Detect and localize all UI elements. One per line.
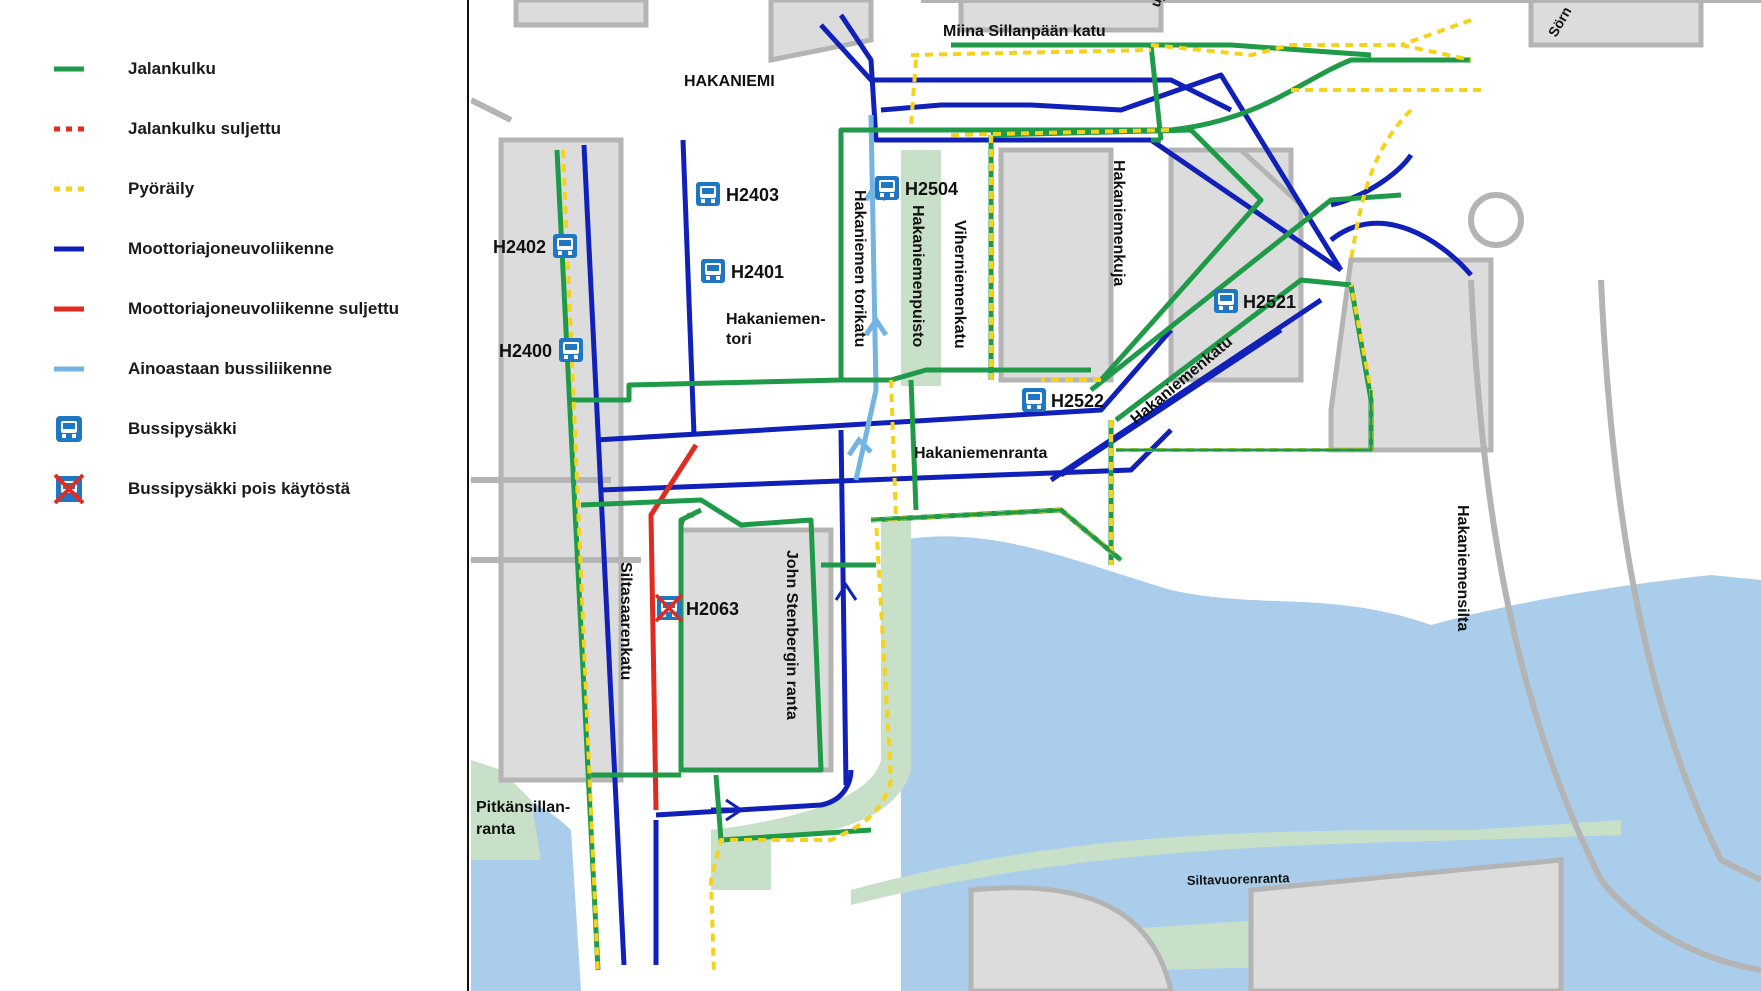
bus-stop-h2402[interactable]: H2402	[493, 234, 577, 258]
bus-stop-code: H2403	[726, 185, 779, 205]
legend-item-bus-only: Ainoastaan bussiliikenne	[52, 354, 332, 384]
area-label: HAKANIEMI	[684, 73, 775, 90]
street-label-hakaniemenranta: Hakaniemenranta	[914, 445, 1047, 462]
street-label-miina: Miina Sillanpään katu	[943, 23, 1106, 40]
bus-stop-icon	[559, 338, 583, 362]
bus-stop-code: H2402	[493, 237, 546, 257]
bridge-outline	[471, 0, 1761, 973]
green-solid-line-icon	[54, 66, 84, 72]
street-label-torikatu: Hakaniemen torikatu	[851, 190, 868, 347]
street-label-pitkansillan-line1: Pitkänsillan-	[476, 799, 570, 816]
closed-cross	[654, 593, 684, 623]
street-label-hakaniemenkuja: Hakaniemenkuja	[1110, 160, 1127, 286]
blue-solid-line-icon	[54, 246, 84, 252]
street-label-cut-top: uja	[1147, 0, 1169, 9]
legend-item-motor: Moottoriajoneuvoliikenne	[52, 234, 334, 264]
square-label-line2: tori	[726, 331, 752, 348]
yellow-dashed-line-icon	[54, 186, 84, 192]
legend-item-cycling: Pyöräily	[52, 174, 194, 204]
street-label-viherniemenkatu: Viherniemenkatu	[951, 220, 968, 349]
bus-stop-h2521[interactable]: H2521	[1214, 289, 1296, 313]
bus-stop-closed-icon	[53, 474, 85, 504]
street-label-john-stenberg: John Stenbergin ranta	[783, 550, 800, 720]
bus-stop-h2403[interactable]: H2403	[696, 182, 779, 206]
motor-closed-route	[648, 443, 699, 811]
bus-stop-code: H2401	[731, 262, 784, 282]
motor-routes	[581, 13, 1473, 966]
bus-stop-icon	[701, 259, 725, 283]
legend-label: Ainoastaan bussiliikenne	[128, 359, 333, 378]
legend-label: Bussipysäkki	[128, 419, 237, 438]
bus-stop-code: H2063	[686, 599, 739, 619]
walking-routes	[554, 42, 1471, 971]
bus-stop-icon	[56, 416, 82, 442]
light-blue-line-icon	[54, 366, 84, 372]
legend-label: Moottoriajoneuvoliikenne	[128, 239, 334, 258]
legend-item-bus-stop: Bussipysäkki	[52, 414, 237, 444]
street-map: Miina Sillanpään katu HAKANIEMI Hakaniem…	[471, 0, 1761, 991]
legend-item-bus-stop-closed: Bussipysäkki pois käytöstä	[52, 474, 350, 504]
direction-arrows	[725, 582, 858, 822]
red-dashed-line-icon	[54, 126, 84, 132]
legend-item-walking: Jalankulku	[52, 54, 216, 84]
legend-label: Jalankulku	[128, 59, 216, 78]
bus-stop-code: H2522	[1051, 391, 1104, 411]
bus-stop-h2400[interactable]: H2400	[499, 338, 583, 362]
bus-stop-h2063-closed[interactable]: H2063	[654, 593, 739, 623]
bus-stop-icon	[553, 234, 577, 258]
square-label-line1: Hakaniemen-	[726, 311, 826, 328]
street-label-puisto: Hakaniemenpuisto	[909, 205, 926, 347]
legend-label: Bussipysäkki pois käytöstä	[128, 479, 351, 498]
bus-stop-h2522[interactable]: H2522	[1022, 388, 1104, 412]
bus-stop-icon	[1022, 388, 1046, 412]
bus-stop-h2504[interactable]: H2504	[875, 176, 958, 200]
bus-stop-h2401[interactable]: H2401	[701, 259, 784, 283]
legend-label: Pyöräily	[128, 179, 195, 198]
street-label-pitkansillan-line2: ranta	[476, 821, 515, 838]
legend-item-walking-closed: Jalankulku suljettu	[52, 114, 281, 144]
bus-stop-icon	[875, 176, 899, 200]
street-label-siltasaarenkatu: Siltasaarenkatu	[617, 562, 634, 680]
legend-label: Jalankulku suljettu	[128, 119, 282, 138]
park-strip	[901, 150, 941, 386]
bus-stop-icon	[696, 182, 720, 206]
red-solid-line-icon	[54, 306, 84, 312]
bus-stop-code: H2504	[905, 179, 958, 199]
bus-stop-code: H2521	[1243, 292, 1296, 312]
map-canvas: Miina Sillanpään katu HAKANIEMI Hakaniem…	[471, 0, 1761, 991]
legend-label: Moottoriajoneuvoliikenne suljettu	[128, 299, 400, 318]
walking-cycling-shared	[870, 390, 1373, 562]
street-label-siltavuorenranta: Siltavuorenranta	[1187, 870, 1291, 888]
bus-stop-icon	[1214, 289, 1238, 313]
map-legend: Jalankulku Jalankulku suljettu Pyöräily …	[0, 0, 469, 991]
park-area	[711, 515, 911, 890]
legend-item-motor-closed: Moottoriajoneuvoliikenne suljettu	[52, 294, 399, 324]
street-label-hakaniemensilta: Hakaniemensilta	[1454, 505, 1471, 631]
park-south	[471, 760, 541, 860]
bus-stop-code: H2400	[499, 341, 552, 361]
park-bank	[851, 820, 1621, 905]
